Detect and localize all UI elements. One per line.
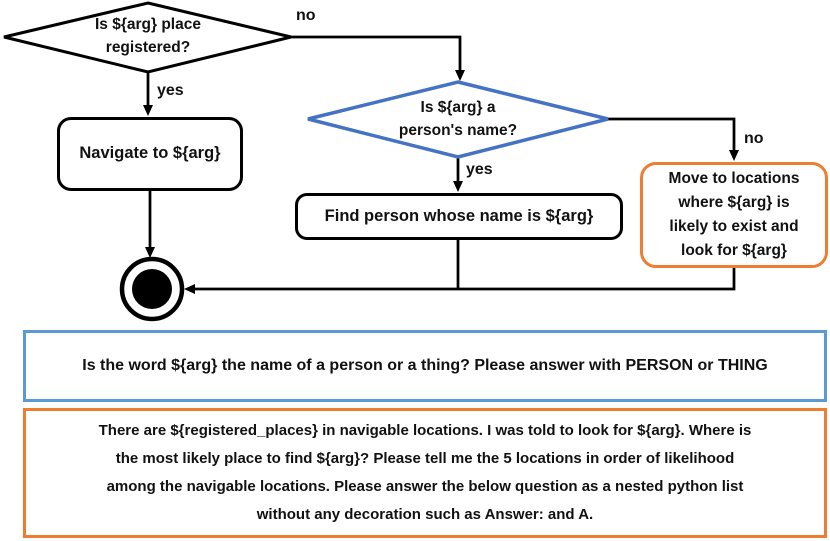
edge-label-registered-no: no [296,7,316,24]
edge-label-person-no: no [744,130,764,147]
edge-label-person-yes: yes [466,161,493,178]
prompt-person-or-thing-box: Is the word ${arg} the name of a person … [23,330,827,402]
edge-registered-no [291,35,465,81]
process-navigate-box: Navigate to ${arg} [57,117,243,191]
decision-registered-label: Is ${arg} place registered? [95,16,201,56]
end-state-inner-circle [132,269,172,309]
process-move-to-locations-box: Move to locations where ${arg} is likely… [640,162,828,268]
decision-registered-diamond [3,1,292,74]
flowchart-shapes [3,1,739,322]
process-find-person-box: Find person whose name is ${arg} [295,193,623,240]
edge-move-to-end [184,268,736,294]
edge-person-no [608,117,739,161]
edge-label-registered-yes: yes [157,82,184,99]
prompt-likely-locations-box: There are ${registered_places} in naviga… [23,408,827,538]
decision-person-name-label: Is ${arg} a person's name? [398,99,518,139]
decision-person-name-diamond [307,80,609,159]
